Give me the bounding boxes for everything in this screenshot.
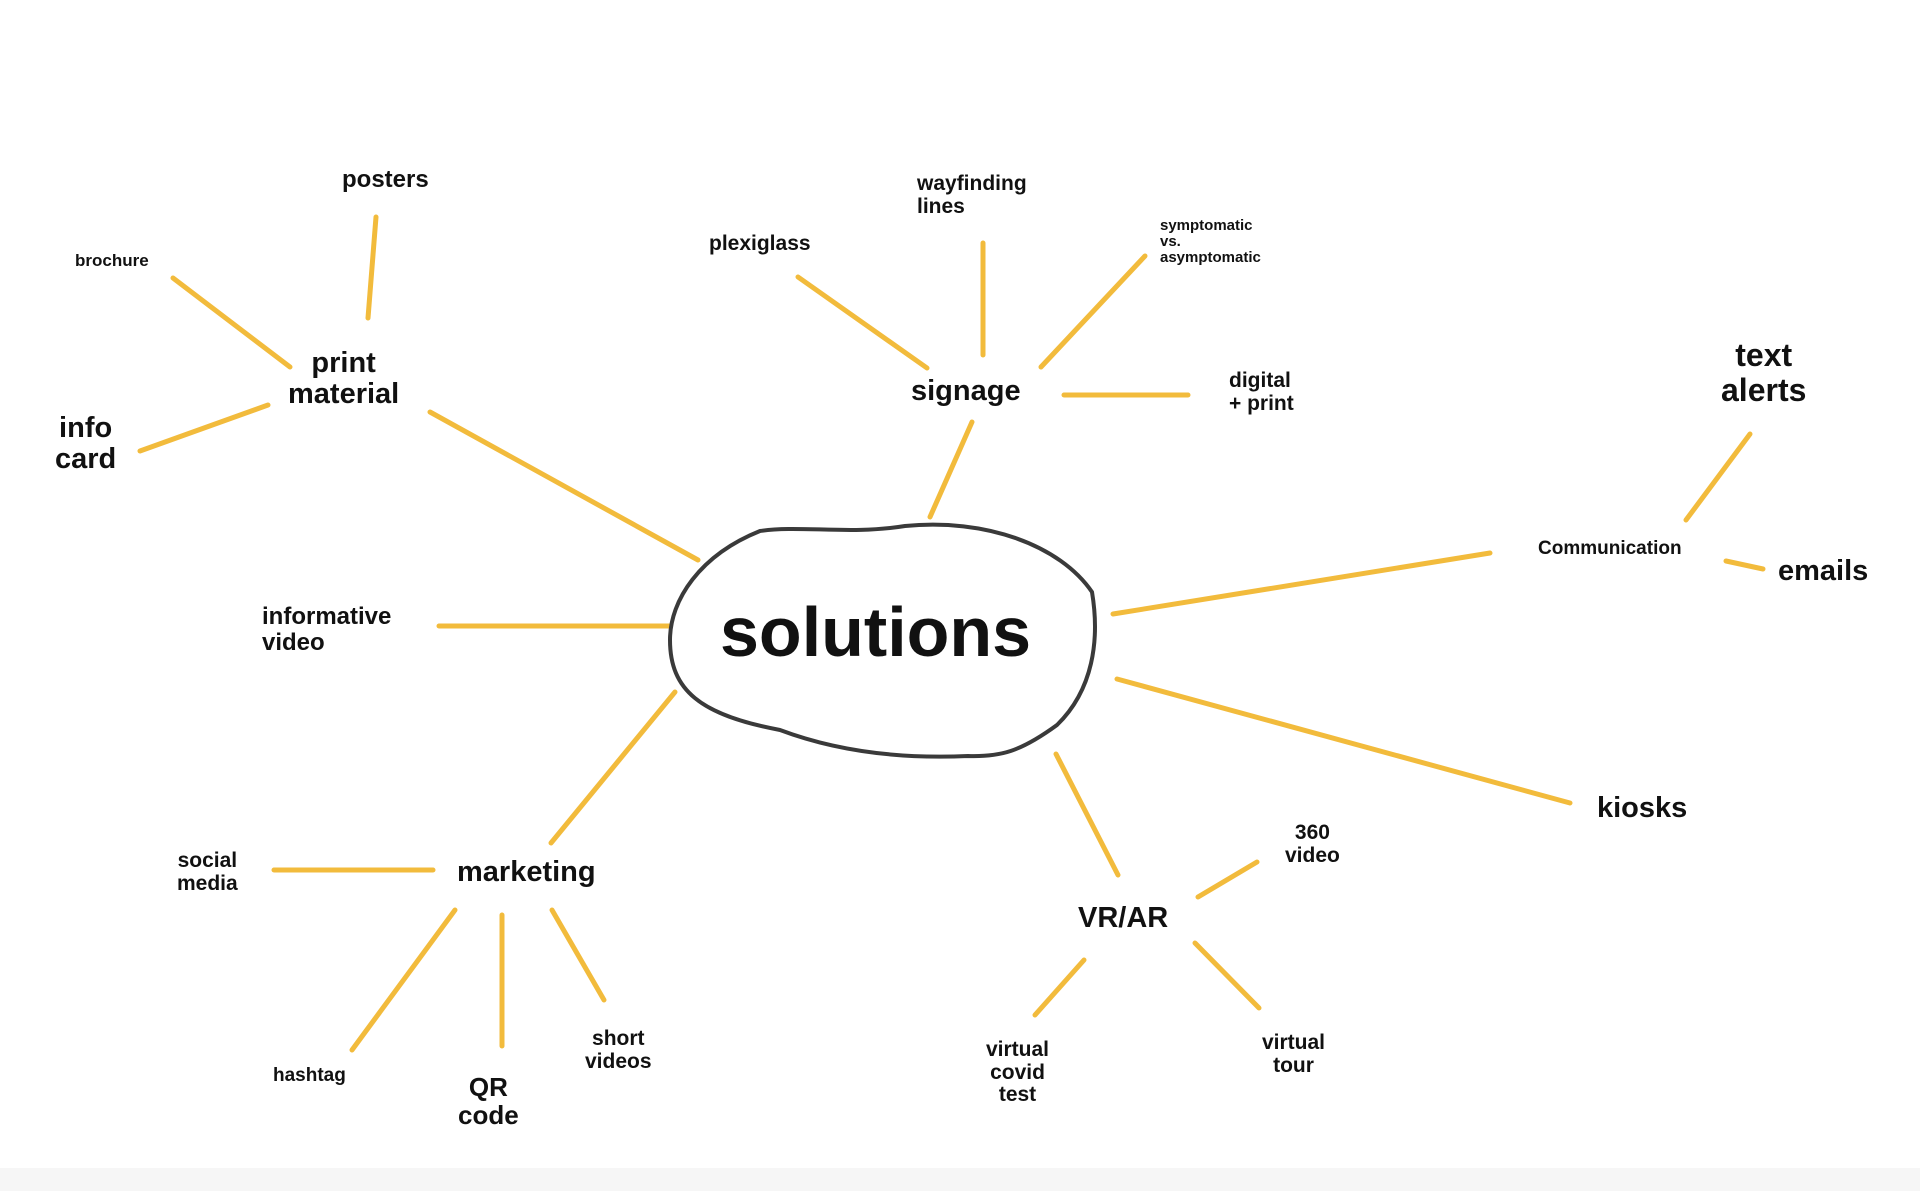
node-posters: posters xyxy=(342,166,429,193)
node-wayfinding-lines: wayfinding lines xyxy=(917,172,1027,218)
node-360-video: 360 video xyxy=(1285,821,1340,867)
connector-vrar-covid xyxy=(1032,957,1087,1018)
central-node-outline xyxy=(668,522,1097,759)
bottom-edge-strip xyxy=(0,1168,1920,1191)
node-print-material: print material xyxy=(288,347,400,411)
node-communication: Communication xyxy=(1538,538,1682,559)
node-informative-video: informative video xyxy=(262,603,392,656)
connector-center-signage xyxy=(927,419,975,520)
node-plexiglass: plexiglass xyxy=(709,232,811,255)
node-social-media: social media xyxy=(177,849,238,895)
node-brochure: brochure xyxy=(75,251,149,270)
node-hashtag: hashtag xyxy=(273,1065,346,1086)
node-virtual-covid-test: virtual covid test xyxy=(986,1038,1050,1107)
connector-print-posters xyxy=(365,214,379,321)
node-kiosks: kiosks xyxy=(1597,792,1688,824)
node-digital-print: digital + print xyxy=(1229,369,1294,415)
connector-center-communication xyxy=(1110,550,1493,617)
node-emails: emails xyxy=(1778,555,1869,587)
connector-signage-symptomatic xyxy=(1038,253,1148,370)
connector-vrar-360 xyxy=(1195,859,1260,900)
connector-print-info-card xyxy=(137,402,271,454)
connector-marketing-short-videos xyxy=(549,907,607,1003)
connector-marketing-hashtag xyxy=(349,907,458,1053)
connector-comm-emails xyxy=(1723,558,1766,572)
connectors xyxy=(137,214,1766,1053)
connector-center-print-material xyxy=(427,409,701,563)
connector-center-marketing xyxy=(548,689,678,846)
connector-center-vr-ar xyxy=(1053,751,1121,878)
central-node-label: solutions xyxy=(720,593,1032,671)
node-short-videos: short videos xyxy=(585,1027,652,1073)
node-vr-ar: VR/AR xyxy=(1078,902,1169,934)
connector-signage-plexiglass xyxy=(795,274,930,371)
connector-vrar-tour xyxy=(1192,940,1262,1011)
node-text-alerts: text alerts xyxy=(1721,337,1807,408)
node-info-card: info card xyxy=(55,412,117,476)
node-symptomatic: symptomatic vs. asymptomatic xyxy=(1160,217,1261,266)
connector-center-kiosks xyxy=(1114,676,1573,806)
node-virtual-tour: virtual tour xyxy=(1262,1031,1326,1077)
connector-comm-text-alerts xyxy=(1683,431,1753,523)
node-signage: signage xyxy=(911,375,1021,407)
connector-print-brochure xyxy=(170,275,293,370)
node-qr-code: QR code xyxy=(458,1072,519,1131)
node-marketing: marketing xyxy=(457,856,596,888)
